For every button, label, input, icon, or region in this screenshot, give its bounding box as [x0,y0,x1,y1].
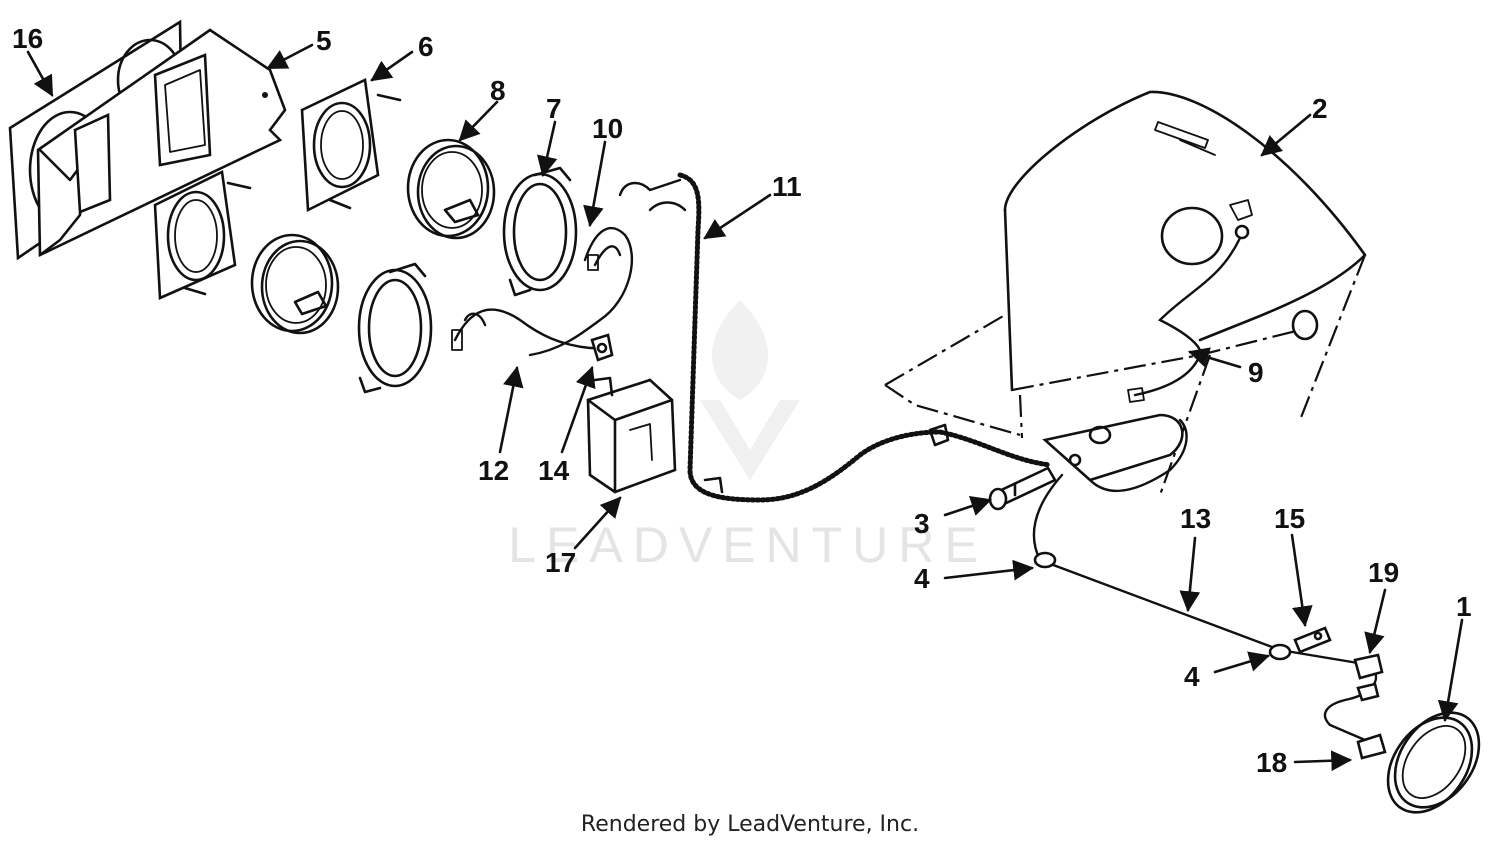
callout-2: 2 [1312,93,1328,124]
callout-12: 12 [478,455,509,486]
part-1-lamp [1386,711,1481,814]
part-11-harness [618,172,1053,503]
part-18-socket [1356,733,1387,760]
part-14-clip [590,333,614,362]
part-19-clip [1353,653,1384,702]
leader-arrows [26,43,1464,772]
footer-credit: Rendered by LeadVenture, Inc. [580,812,920,837]
callout-14: 14 [538,455,570,486]
part-7-ring-lower [357,262,433,394]
callout-4-lower: 4 [1184,661,1200,692]
part-8-sealed-beam-lower [250,233,340,335]
part-17-regulator [586,376,677,494]
callout-8: 8 [490,75,506,106]
part-6-housing-lower [153,170,252,300]
callout-10: 10 [592,113,623,144]
callout-labels: 16 5 6 8 7 10 11 2 9 12 14 17 3 4 13 4 1… [12,23,1472,778]
part-6-housing-upper [300,78,402,213]
watermark-logo [700,300,800,480]
callout-11: 11 [772,171,802,202]
callout-9: 9 [1248,357,1264,388]
part-4-grommet-upper [1033,551,1057,569]
part-7-ring-upper [502,166,578,297]
callout-7: 7 [546,93,562,124]
part-3-switch [988,466,1057,511]
callout-3: 3 [914,508,930,539]
callout-18: 18 [1256,747,1287,778]
part-5-bracket [36,28,287,258]
callout-4-upper: 4 [914,563,930,594]
part-15-connector [1293,626,1332,654]
callout-5: 5 [316,25,332,56]
callout-15: 15 [1274,503,1305,534]
callout-17: 17 [545,547,576,578]
watermark-text: LEADVENTURE [508,517,988,573]
switch-plate [1042,413,1188,493]
callout-16: 16 [12,23,43,54]
part-4-grommet-lower [1268,643,1292,661]
callout-1: 1 [1456,591,1472,622]
callout-19: 19 [1368,557,1399,588]
callout-6: 6 [418,31,434,62]
callout-13: 13 [1180,503,1211,534]
part-10-12-wiring [451,226,633,357]
part-8-sealed-beam-upper [406,138,496,240]
